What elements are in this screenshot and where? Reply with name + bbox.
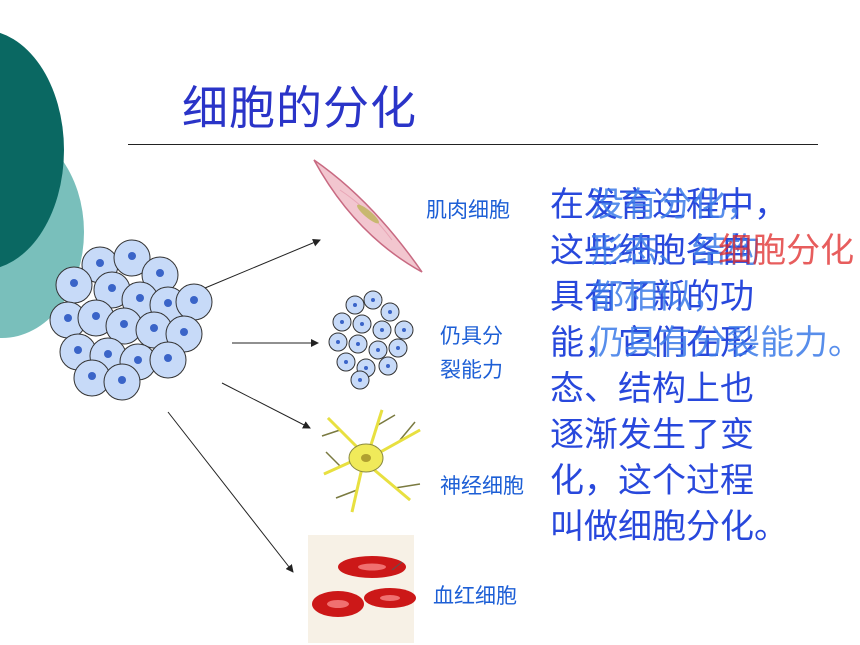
- label-divide-line2: 裂能力: [440, 358, 503, 382]
- dividing-cells-image: [328, 290, 414, 390]
- body-text-layer-2: 没有分化， 形态、结构 都相似， 仍具有分裂能力。: [590, 185, 860, 363]
- body-text-layer-3: 细胞分化: [556, 231, 855, 271]
- label-red-blood-cell: 血红细胞: [433, 584, 517, 608]
- stem-cell-cluster-image: [49, 239, 213, 401]
- nerve-cell-image: [321, 409, 421, 513]
- title-divider: [128, 144, 818, 145]
- dark-teal-circle: [0, 32, 64, 268]
- label-nerve-cell: 神经细胞: [440, 474, 524, 498]
- label-divide-line1: 仍具分: [440, 324, 503, 348]
- slide-title: 细胞的分化: [182, 81, 417, 135]
- red-blood-cells-image: [308, 535, 416, 643]
- arrow-to-blood: [167, 411, 294, 573]
- arrow-to-nerve: [221, 382, 311, 429]
- body-text-layer-1: 在发育过程中， 这些细胞各自 具有了新的功 能，它们在形 态、结构上也 逐渐发生…: [550, 185, 788, 547]
- label-muscle-cell: 肌肉细胞: [426, 198, 510, 222]
- arrow-to-muscle: [204, 239, 321, 289]
